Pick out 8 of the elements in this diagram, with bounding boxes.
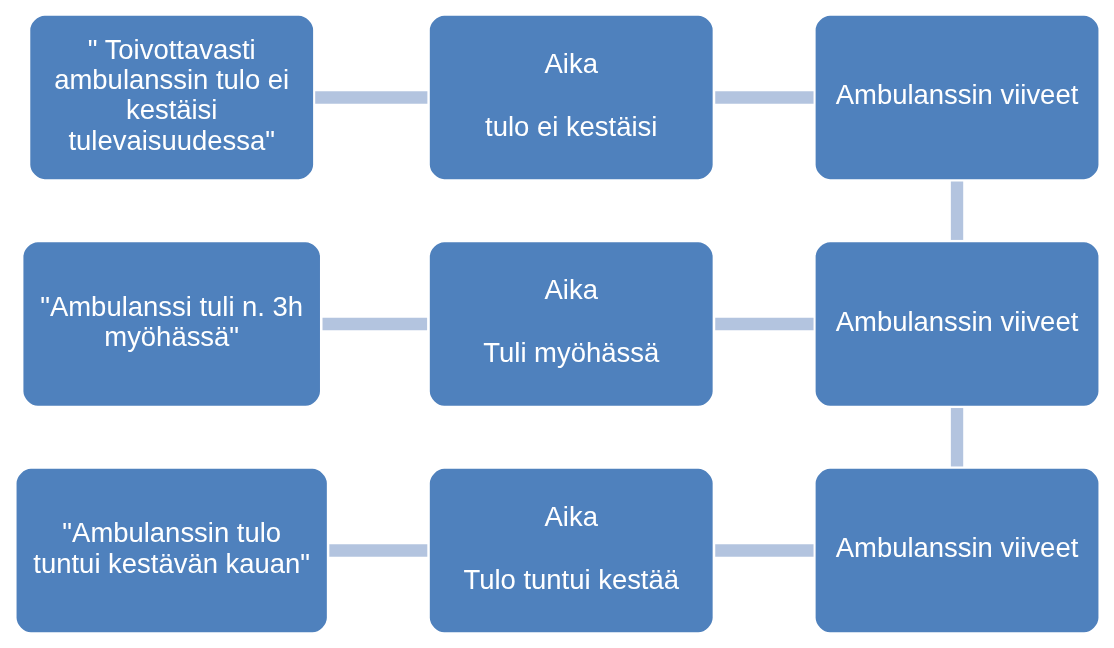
connector (314, 91, 427, 104)
connector (950, 181, 963, 240)
connector (714, 317, 814, 331)
connector (714, 544, 814, 557)
connector (950, 408, 963, 467)
connector (714, 91, 814, 104)
connector (328, 544, 427, 557)
connector (322, 317, 427, 331)
